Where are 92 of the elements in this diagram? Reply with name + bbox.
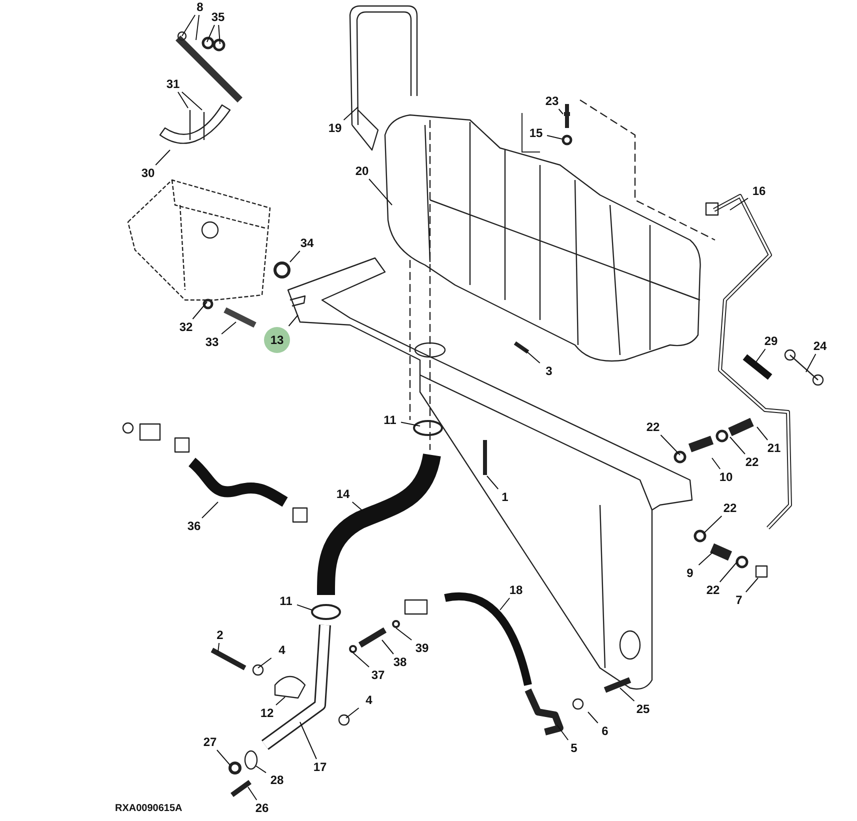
- leader-line: [343, 106, 358, 120]
- leader-line: [181, 92, 202, 110]
- callout-number: 15: [526, 126, 546, 140]
- callout-number: 27: [200, 735, 220, 749]
- leader-line: [206, 24, 215, 42]
- callout-number: 16: [749, 184, 769, 198]
- callout-number: 18: [506, 583, 526, 597]
- leader-line: [698, 552, 714, 566]
- callout-number: 24: [810, 339, 830, 353]
- leader-line: [155, 150, 170, 166]
- leader-line: [660, 434, 680, 456]
- callout-number: 7: [729, 593, 749, 607]
- leader-line: [256, 766, 266, 774]
- leader-line: [221, 322, 236, 334]
- callout-number: 9: [680, 566, 700, 580]
- callout-number: 28: [267, 773, 287, 787]
- callout-number: 17: [310, 760, 330, 774]
- leader-line: [730, 198, 748, 210]
- callout-number: 11: [276, 594, 296, 608]
- callout-number: 21: [764, 441, 784, 455]
- leader-line: [300, 722, 317, 760]
- leader-line: [178, 92, 188, 108]
- leader-line: [806, 354, 816, 372]
- callout-number: 4: [359, 693, 379, 707]
- callout-number: 12: [257, 706, 277, 720]
- leader-line: [216, 750, 230, 766]
- leader-line: [745, 578, 758, 592]
- leader-line: [350, 650, 370, 668]
- callout-number: 33: [202, 335, 222, 349]
- leader-line: [346, 708, 360, 718]
- leader-line: [558, 108, 564, 114]
- leader-line: [546, 135, 562, 140]
- leader-line: [290, 250, 300, 262]
- leader-line: [396, 628, 412, 640]
- callout-number: 37: [368, 668, 388, 682]
- callout-number: 22: [720, 501, 740, 515]
- callout-number: 10: [716, 470, 736, 484]
- callout-number: 22: [703, 583, 723, 597]
- callout-number: 36: [184, 519, 204, 533]
- leader-line: [712, 458, 721, 470]
- leader-line: [192, 302, 208, 320]
- callout-number: 22: [742, 455, 762, 469]
- callout-number: 11: [380, 413, 400, 427]
- callout-number: 35: [208, 10, 228, 24]
- callout-number: 34: [297, 236, 317, 250]
- callout-number: 22: [643, 420, 663, 434]
- callout-number: 13: [264, 327, 290, 353]
- leader-line: [524, 350, 540, 364]
- leader-line: [202, 502, 218, 518]
- callout-number: 31: [163, 77, 183, 91]
- leader-line: [368, 178, 392, 206]
- leader-line: [756, 348, 766, 362]
- leader-line: [288, 314, 298, 326]
- leader-line: [352, 502, 364, 512]
- callout-number: 26: [252, 801, 272, 815]
- callout-number: 38: [390, 655, 410, 669]
- leader-line: [500, 598, 510, 610]
- leader-line: [556, 724, 569, 740]
- leader-line: [248, 786, 258, 800]
- leader-line: [182, 14, 196, 36]
- callout-number: 6: [595, 724, 615, 738]
- leader-line: [704, 516, 722, 534]
- leader-line: [276, 696, 286, 706]
- leader-line: [382, 640, 394, 654]
- leader-line: [588, 712, 598, 724]
- callout-number: 39: [412, 641, 432, 655]
- figure-code: RXA0090615A: [115, 803, 182, 814]
- leader-line: [258, 658, 272, 668]
- leader-line: [730, 436, 746, 454]
- callout-number: 14: [333, 487, 353, 501]
- callout-number: 29: [761, 334, 781, 348]
- leader-line: [296, 604, 312, 610]
- leader-line: [196, 14, 200, 40]
- leader-line: [620, 688, 635, 702]
- callout-number: 2: [210, 628, 230, 642]
- callout-number: 30: [138, 166, 158, 180]
- leader-line: [218, 642, 220, 652]
- callout-number: 5: [564, 741, 584, 755]
- leader-line: [719, 562, 738, 582]
- leader-line: [756, 426, 768, 440]
- callout-number: 4: [272, 643, 292, 657]
- leader-line: [486, 476, 499, 490]
- callout-number: 25: [633, 702, 653, 716]
- leader-line: [400, 422, 420, 426]
- callout-number: 20: [352, 164, 372, 178]
- callout-number: 32: [176, 320, 196, 334]
- callout-number: 8: [190, 0, 210, 14]
- callout-number: 19: [325, 121, 345, 135]
- callout-number: 1: [495, 490, 515, 504]
- callout-number: 23: [542, 94, 562, 108]
- leader-line: [218, 24, 220, 44]
- callout-number: 3: [539, 364, 559, 378]
